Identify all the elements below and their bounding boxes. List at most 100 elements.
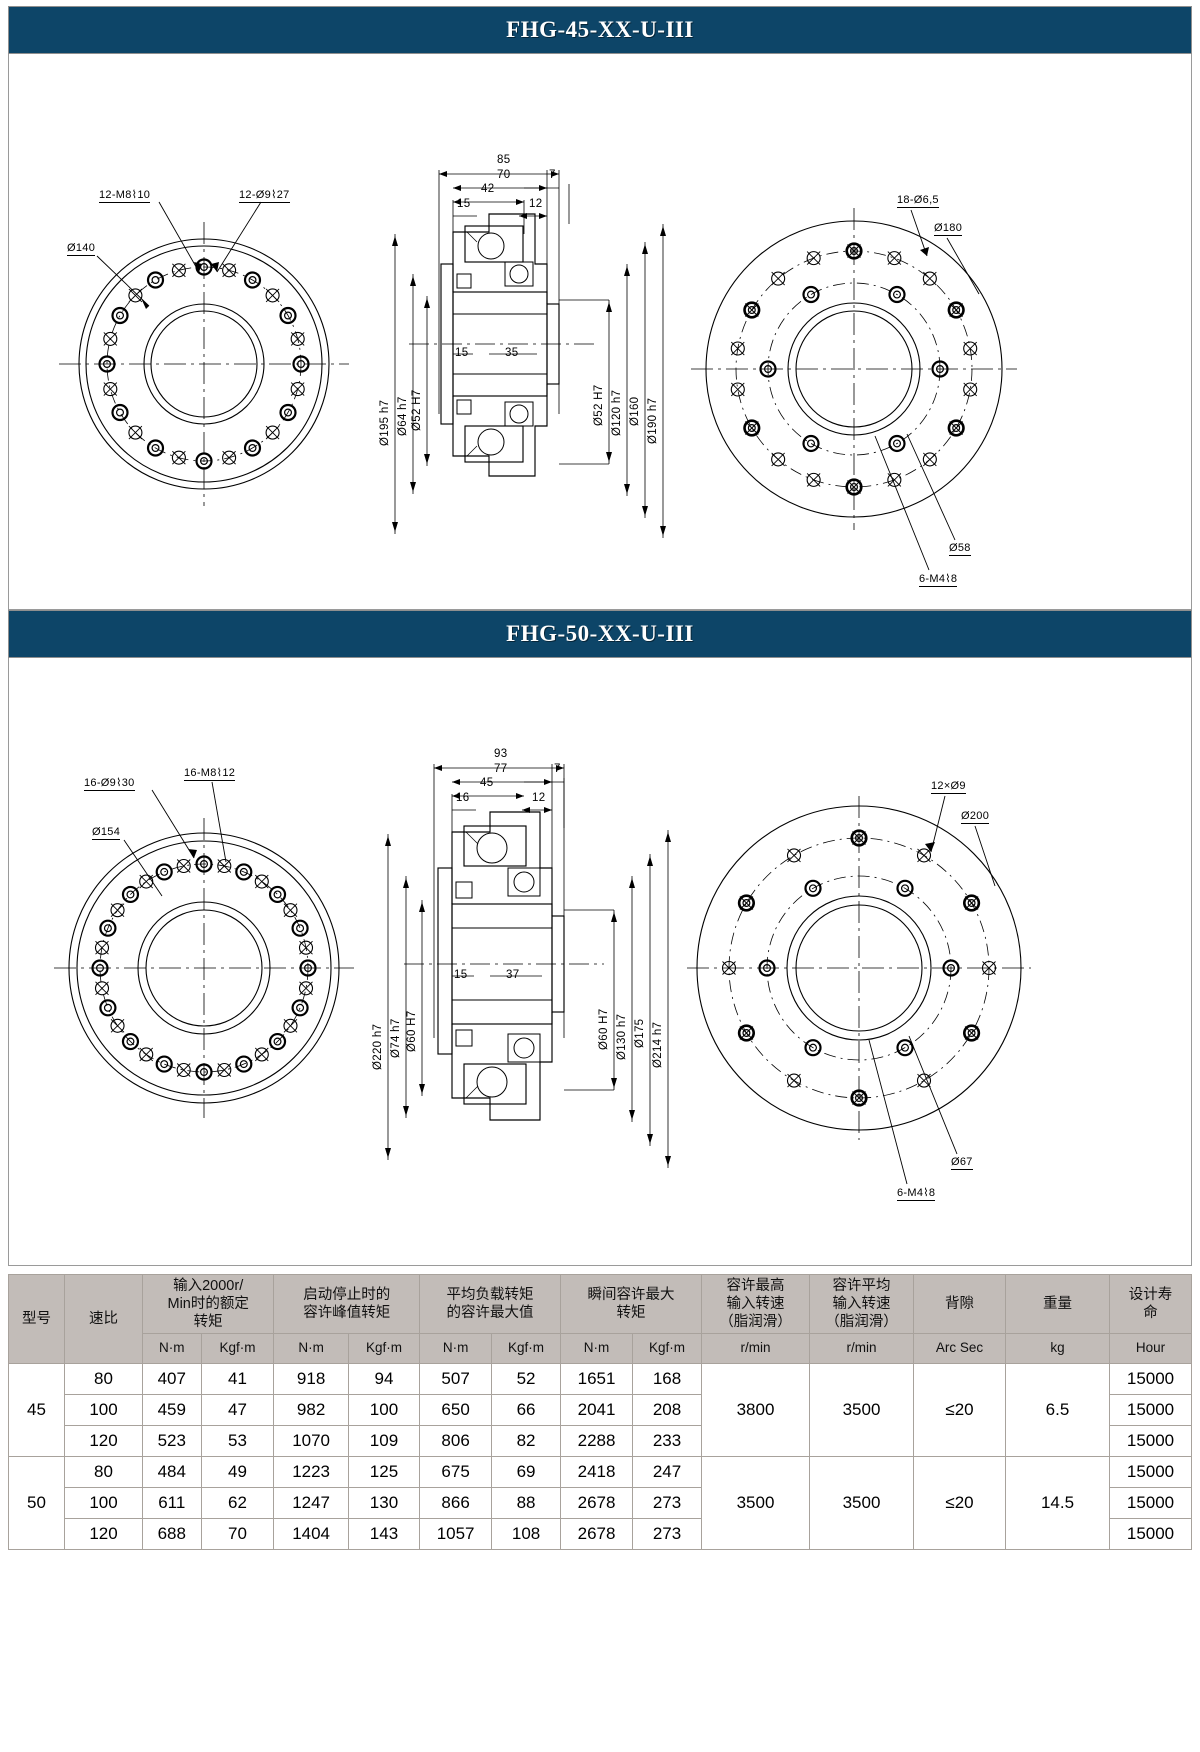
th-line-1: 容许平均 bbox=[832, 1278, 891, 1294]
cell-avg-nm: 866 bbox=[419, 1487, 493, 1520]
dim-35-inner: 35 bbox=[505, 347, 519, 359]
unit-kg: kg bbox=[1005, 1333, 1110, 1365]
drawing-frame-fhg45: 12-M8⌇10 12-Ø9⌇27 Ø140 bbox=[8, 54, 1192, 610]
th-line-1: 平均负载转矩 bbox=[446, 1287, 534, 1304]
cell-ratio: 120 bbox=[64, 1425, 143, 1458]
dim-right-bore: Ø52 H7 bbox=[593, 384, 605, 426]
cell-peak-nm: 918 bbox=[273, 1363, 349, 1396]
section-title: FHG-45-XX-U-III bbox=[506, 17, 694, 42]
cell-avg-nm: 1057 bbox=[419, 1518, 493, 1551]
cell-peak-nm: 1223 bbox=[273, 1456, 349, 1489]
drawing-frame-fhg50: 16-Ø9⌇30 16-M8⌇12 Ø154 bbox=[8, 658, 1192, 1266]
cell-weight: 6.5 bbox=[1005, 1363, 1110, 1458]
dim-bore-dia: Ø52 H7 bbox=[411, 389, 423, 431]
unit-nm-4: N·m bbox=[559, 1333, 634, 1365]
th-ratio: 速比 bbox=[64, 1273, 143, 1365]
dim-7: 7 bbox=[554, 763, 561, 775]
cell-max-input-speed: 3800 bbox=[701, 1363, 810, 1458]
cell-design-life: 15000 bbox=[1109, 1363, 1192, 1396]
cell-momentary-nm: 2041 bbox=[559, 1394, 634, 1427]
cell-peak-kgfm: 130 bbox=[347, 1487, 421, 1520]
cell-design-life: 15000 bbox=[1109, 1425, 1192, 1458]
cell-peak-kgfm: 94 bbox=[347, 1363, 421, 1396]
unit-kgfm-4: Kgf·m bbox=[632, 1333, 702, 1365]
th-line-3: （脂润滑） bbox=[825, 1314, 898, 1331]
cell-backlash: ≤20 bbox=[913, 1456, 1006, 1551]
th-line-1: 瞬间容许最大 bbox=[587, 1287, 675, 1304]
cell-peak-kgfm: 100 bbox=[347, 1394, 421, 1427]
cell-model: 50 bbox=[8, 1456, 65, 1551]
fhg45-section-view: 85 70 7 42 15 12 Ø195 h7 Ø64 h7 Ø52 H7 1… bbox=[369, 114, 699, 574]
cell-avg-nm: 675 bbox=[419, 1456, 493, 1489]
cell-design-life: 15000 bbox=[1109, 1487, 1192, 1520]
cell-rated-kgfm: 70 bbox=[200, 1518, 275, 1551]
section-banner-fhg45: FHG-45-XX-U-III bbox=[8, 6, 1192, 54]
cell-design-life: 15000 bbox=[1109, 1518, 1192, 1551]
dim-outer-dia: Ø195 h7 bbox=[379, 399, 391, 446]
cell-peak-nm: 1070 bbox=[273, 1425, 349, 1458]
header-row-units: N·m Kgf·m N·m Kgf·m N·m Kgf·m N·m Kgf·m … bbox=[9, 1333, 1192, 1365]
unit-hour: Hour bbox=[1109, 1333, 1192, 1365]
unit-kgfm-2: Kgf·m bbox=[347, 1333, 421, 1365]
cell-avg-nm: 507 bbox=[419, 1363, 493, 1396]
dim-37-inner: 37 bbox=[506, 969, 520, 981]
cell-rated-nm: 523 bbox=[142, 1425, 202, 1458]
th-backlash: 背隙 bbox=[913, 1273, 1006, 1335]
th-line-2: 的容许最大值 bbox=[446, 1305, 534, 1322]
th-line-2: 输入转速 bbox=[726, 1296, 785, 1313]
unit-kgfm-1: Kgf·m bbox=[200, 1333, 275, 1365]
th-avg-input-speed: 容许平均 输入转速 （脂润滑） bbox=[809, 1273, 914, 1335]
cell-avg-kgfm: 88 bbox=[491, 1487, 561, 1520]
th-model: 型号 bbox=[8, 1273, 65, 1365]
th-line-3: （脂润滑） bbox=[719, 1314, 792, 1331]
th-line-1: 启动停止时的 bbox=[303, 1287, 391, 1304]
unit-kgfm-3: Kgf·m bbox=[491, 1333, 561, 1365]
label-dia-200: Ø200 bbox=[961, 810, 990, 824]
dim-bore-dia: Ø60 H7 bbox=[406, 1010, 418, 1052]
cell-rated-nm: 459 bbox=[142, 1394, 202, 1427]
dim-12: 12 bbox=[532, 792, 546, 804]
cell-avg-kgfm: 69 bbox=[491, 1456, 561, 1489]
dim-right-160: Ø160 bbox=[629, 396, 641, 426]
cell-peak-nm: 1404 bbox=[273, 1518, 349, 1551]
th-line-3: 转矩 bbox=[193, 1314, 223, 1331]
cell-peak-nm: 982 bbox=[273, 1394, 349, 1427]
label-thru-holes: 12-Ø9⌇27 bbox=[239, 189, 290, 203]
cell-avg-kgfm: 108 bbox=[491, 1518, 561, 1551]
dim-85: 85 bbox=[497, 154, 511, 166]
dim-shaft-dia: Ø74 h7 bbox=[390, 1018, 402, 1058]
cell-momentary-nm: 2678 bbox=[559, 1487, 634, 1520]
dim-16-top: 16 bbox=[456, 792, 470, 804]
cell-peak-kgfm: 143 bbox=[347, 1518, 421, 1551]
th-weight: 重量 bbox=[1005, 1273, 1110, 1335]
th-line-2: 命 bbox=[1143, 1305, 1158, 1322]
fhg50-rear-view: 12×Ø9 Ø200 Ø67 6-M4⌇8 bbox=[679, 768, 1039, 1201]
cell-rated-kgfm: 49 bbox=[200, 1456, 275, 1489]
dim-right-130: Ø130 h7 bbox=[616, 1013, 628, 1060]
fhg45-rear-view: 18-Ø6,5 Ø180 Ø58 6-M4⌇8 bbox=[679, 184, 1029, 587]
label-12-holes: 12×Ø9 bbox=[931, 780, 966, 794]
unit-nm-3: N·m bbox=[419, 1333, 493, 1365]
unit-nm-1: N·m bbox=[142, 1333, 202, 1365]
cell-momentary-kgfm: 273 bbox=[632, 1487, 702, 1520]
header-row-main: 型号 速比 输入2000r/ Min时的额定 转矩 启动停止时的 容许峰值转矩 … bbox=[8, 1273, 1192, 1365]
cell-model: 45 bbox=[8, 1363, 65, 1458]
cell-ratio: 100 bbox=[64, 1394, 143, 1427]
cell-avg-kgfm: 66 bbox=[491, 1394, 561, 1427]
dim-right-214: Ø214 h7 bbox=[652, 1021, 664, 1068]
cell-ratio: 120 bbox=[64, 1518, 143, 1551]
th-rated-torque: 输入2000r/ Min时的额定 转矩 bbox=[141, 1273, 275, 1335]
cell-design-life: 15000 bbox=[1109, 1456, 1192, 1489]
th-avg-load-torque: 平均负载转矩 的容许最大值 bbox=[419, 1273, 561, 1335]
unit-rmin-2: r/min bbox=[809, 1333, 914, 1365]
label-16-tapped: 16-M8⌇12 bbox=[184, 767, 236, 781]
cell-momentary-kgfm: 273 bbox=[632, 1518, 702, 1551]
cell-ratio: 80 bbox=[64, 1363, 143, 1396]
label-18-holes: 18-Ø6,5 bbox=[897, 194, 939, 208]
cell-max-input-speed: 3500 bbox=[701, 1456, 810, 1551]
